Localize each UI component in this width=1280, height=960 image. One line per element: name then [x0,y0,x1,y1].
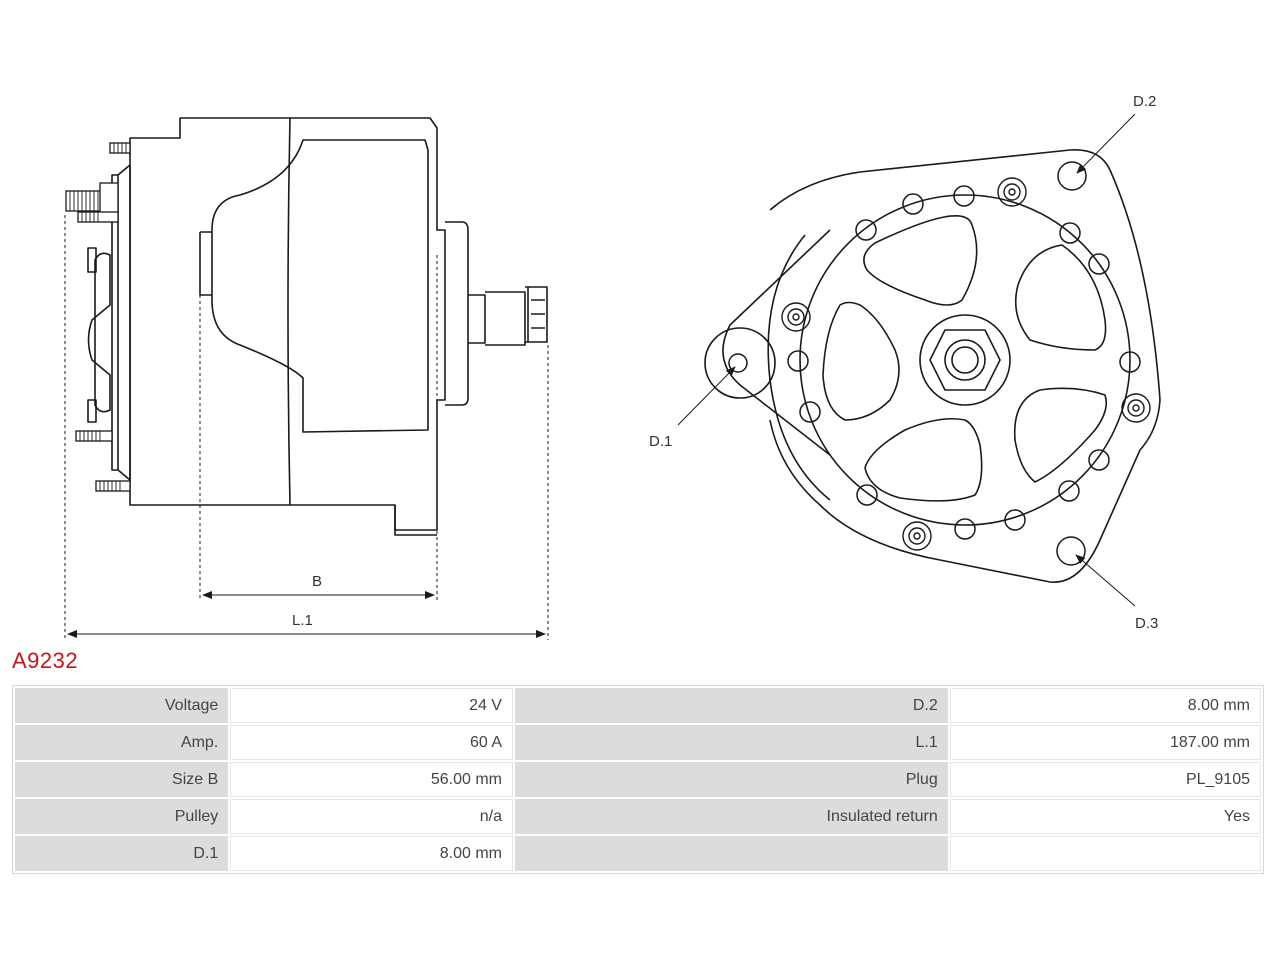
spec-label: D.2 [514,688,948,723]
dimension-label-d1: D.1 [649,433,672,450]
table-row: D.1 8.00 mm [15,836,1261,871]
spec-value: PL_9105 [949,762,1261,797]
side-view [87,117,548,536]
spec-label: Size B [15,762,229,797]
mounting-studs [65,142,131,492]
spec-value: 24 V [230,688,513,723]
spec-value [949,836,1261,871]
dimension-lines [64,215,549,640]
spec-value: n/a [230,799,513,834]
spec-value: 8.00 mm [949,688,1261,723]
spec-value: 8.00 mm [230,836,513,871]
front-view [704,149,1161,583]
spec-value: Yes [949,799,1261,834]
spec-label: D.1 [15,836,229,871]
spec-label: L.1 [514,725,948,760]
leader-lines [677,113,1136,607]
spec-label: Voltage [15,688,229,723]
table-row: Amp. 60 A L.1 187.00 mm [15,725,1261,760]
dimension-label-d3: D.3 [1135,615,1158,632]
spec-label: Insulated return [514,799,948,834]
table-row: Pulley n/a Insulated return Yes [15,799,1261,834]
bolt-holes [728,161,1141,566]
spec-value: 60 A [230,725,513,760]
dimension-label-l1: L.1 [292,612,313,629]
dimension-label-d2: D.2 [1133,93,1156,110]
spec-label [514,836,948,871]
table-row: Voltage 24 V D.2 8.00 mm [15,688,1261,723]
part-number-title: A9232 [12,648,79,673]
screw-heads [781,177,1151,551]
spec-label: Plug [514,762,948,797]
spec-label: Amp. [15,725,229,760]
spec-label: Pulley [15,799,229,834]
dimension-label-b: B [312,573,322,590]
spec-value: 56.00 mm [230,762,513,797]
spec-value: 187.00 mm [949,725,1261,760]
alternator-technical-drawing: B L.1 [64,93,1161,640]
table-row: Size B 56.00 mm Plug PL_9105 [15,762,1261,797]
specifications-table: Voltage 24 V D.2 8.00 mm Amp. 60 A L.1 1… [12,685,1264,874]
